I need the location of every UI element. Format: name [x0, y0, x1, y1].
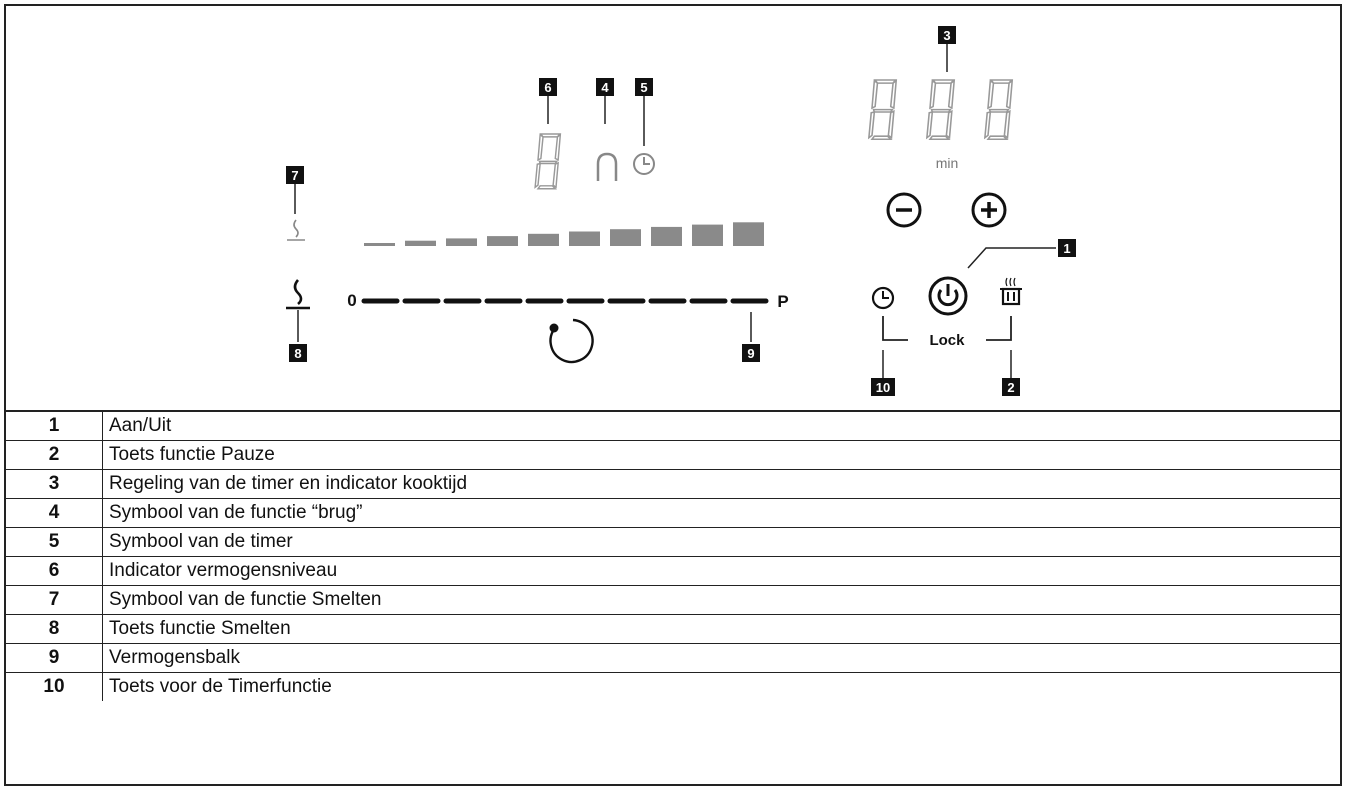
callout-8: 8	[289, 310, 307, 362]
legend-number: 2	[6, 440, 103, 470]
timer-display	[868, 79, 1013, 141]
melt-function-button[interactable]	[286, 279, 310, 310]
legend-number: 7	[6, 585, 103, 615]
melt-symbol-icon	[287, 219, 305, 241]
legend-number: 6	[6, 556, 103, 586]
callout-9: 9	[742, 312, 760, 362]
legend-description: Symbool van de functie “brug”	[102, 498, 1340, 528]
bridge-icon	[596, 152, 618, 181]
legend-description: Toets voor de Timerfunctie	[102, 672, 1340, 701]
steam-icon	[1005, 277, 1016, 287]
legend-description: Toets functie Smelten	[102, 614, 1340, 644]
callout-5: 5	[635, 78, 653, 146]
callout-10: 10	[871, 350, 895, 396]
slider-start-label: 0	[347, 291, 356, 310]
legend-number: 10	[6, 672, 103, 701]
legend-number: 9	[6, 643, 103, 673]
legend-description: Symbool van de functie Smelten	[102, 585, 1340, 615]
control-panel-diagram: 6 4 5 3	[286, 26, 1076, 396]
timer-function-button[interactable]	[871, 286, 895, 310]
legend-number: 4	[6, 498, 103, 528]
power-level-block	[651, 226, 682, 246]
plus-button[interactable]	[971, 192, 1007, 228]
svg-text:8: 8	[294, 346, 301, 361]
power-level-digit	[534, 133, 562, 190]
callout-3: 3	[938, 26, 956, 72]
minus-button[interactable]	[886, 192, 922, 228]
legend-number: 1	[6, 410, 103, 441]
svg-text:7: 7	[291, 168, 298, 183]
rotate-icon	[549, 318, 594, 364]
timer-symbol-icon	[633, 153, 655, 175]
svg-text:4: 4	[601, 80, 609, 95]
slider-end-label: P	[777, 292, 788, 311]
legend-description: Regeling van de timer en indicator kookt…	[102, 469, 1340, 499]
power-level-block	[446, 238, 477, 246]
legend-description: Toets functie Pauze	[102, 440, 1340, 470]
power-button[interactable]	[928, 276, 968, 316]
callout-1: 1	[967, 239, 1076, 269]
svg-text:3: 3	[943, 28, 950, 43]
callout-2: 2	[1002, 350, 1020, 396]
callout-6: 6	[539, 78, 557, 124]
legend-number: 3	[6, 469, 103, 499]
power-level-block	[569, 231, 600, 246]
callout-4: 4	[596, 78, 614, 124]
power-icon	[937, 289, 959, 307]
legend-description: Aan/Uit	[102, 410, 1340, 441]
frame: 6 4 5 3	[4, 4, 1342, 786]
svg-text:6: 6	[544, 80, 551, 95]
svg-text:2: 2	[1007, 380, 1014, 395]
legend-description: Vermogensbalk	[102, 643, 1340, 673]
power-level-indicator	[364, 222, 764, 246]
pause-button[interactable]	[1000, 277, 1022, 306]
callout-7: 7	[286, 166, 304, 214]
melt-icon	[293, 279, 303, 305]
svg-text:1: 1	[1063, 241, 1070, 256]
svg-text:9: 9	[747, 346, 754, 361]
legend-description: Symbool van de timer	[102, 527, 1340, 557]
svg-text:Lock: Lock	[929, 332, 965, 349]
power-level-block	[528, 233, 559, 246]
power-level-block	[487, 236, 518, 246]
min-label: min	[936, 155, 959, 171]
lock-bracket: Lock	[882, 316, 1012, 349]
clock-icon	[882, 291, 889, 299]
power-level-block	[692, 224, 723, 246]
svg-text:5: 5	[640, 80, 647, 95]
legend-number: 8	[6, 614, 103, 644]
svg-text:10: 10	[876, 380, 890, 395]
power-level-block	[733, 222, 764, 246]
power-level-block	[610, 229, 641, 246]
power-level-block	[405, 240, 436, 246]
legend-number: 5	[6, 527, 103, 557]
power-level-block	[364, 243, 395, 246]
legend-description: Indicator vermogensniveau	[102, 556, 1340, 586]
